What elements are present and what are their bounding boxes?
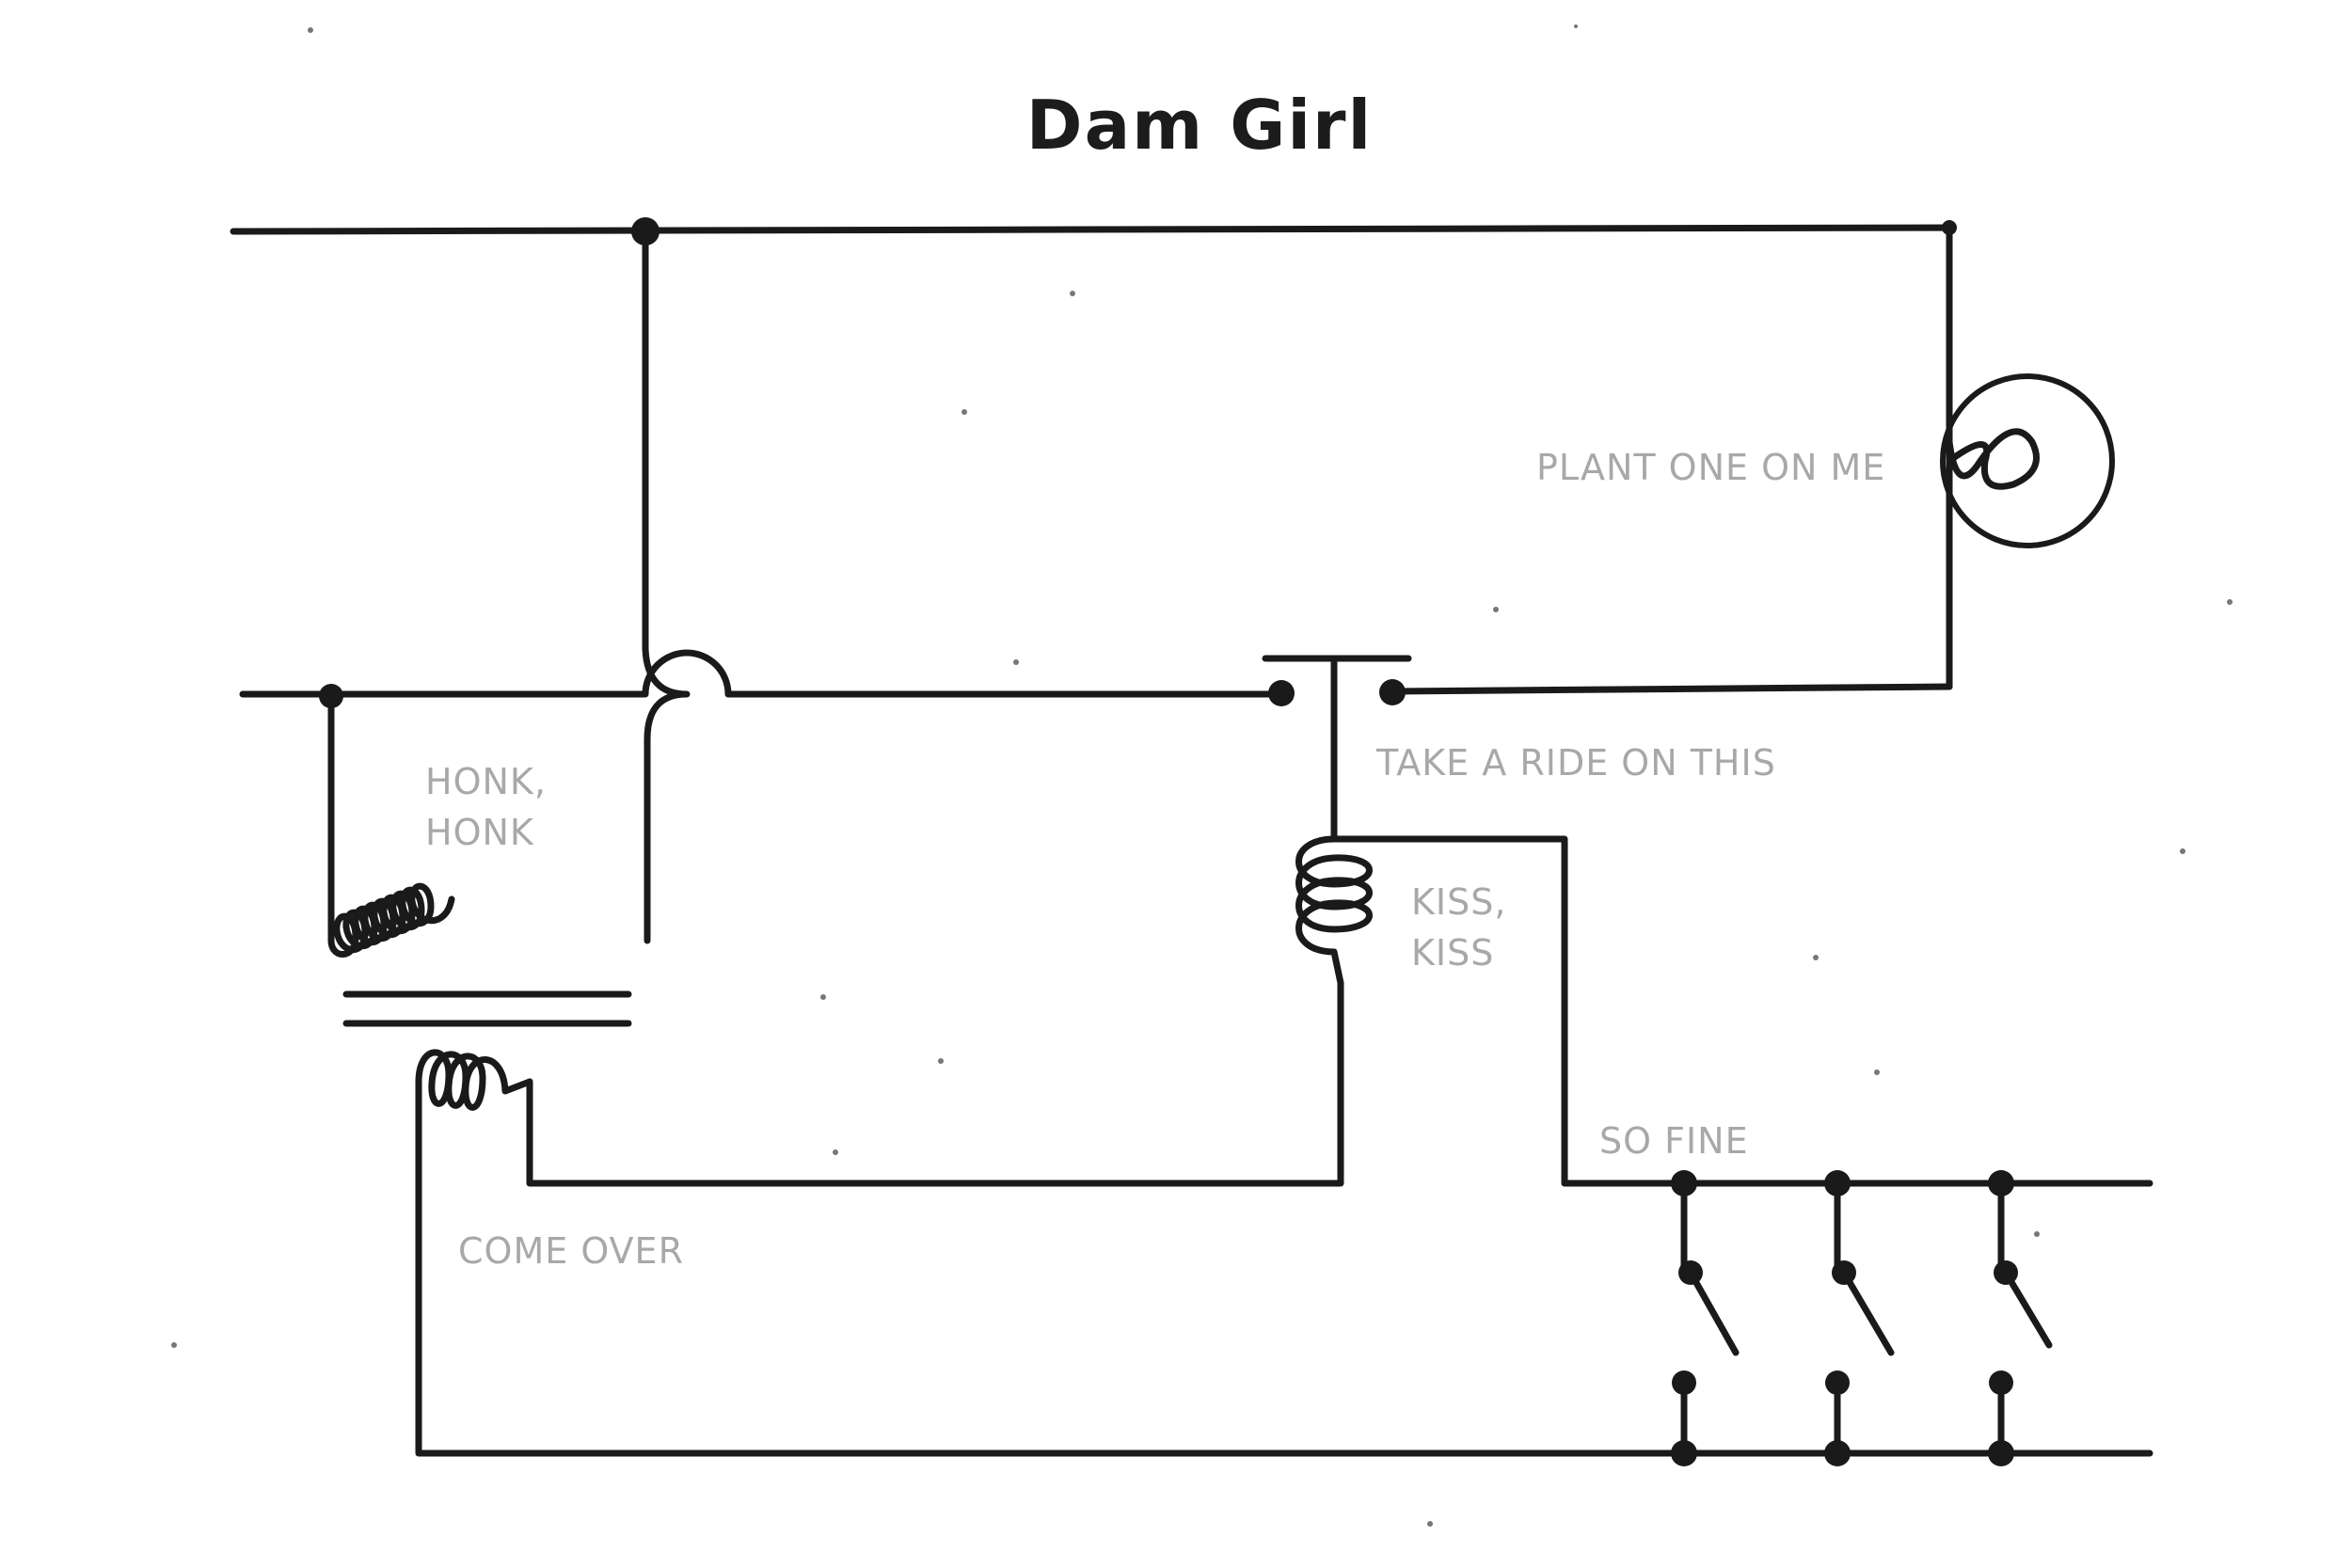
lamp	[1940, 373, 2115, 548]
transformer-label-line1: HONK,	[425, 761, 547, 802]
relay-coil-icon	[1295, 835, 1373, 987]
push-switch-contact-right	[1379, 679, 1406, 705]
secondary-lower-wire	[415, 1111, 2153, 1457]
push-switch-contact-left	[1268, 680, 1295, 706]
switch-bank	[1671, 1170, 2053, 1466]
switch-bank-label: SO FINE	[1599, 1120, 1749, 1162]
junction-middle	[319, 684, 343, 708]
bank-switch	[1988, 1170, 2053, 1466]
transformer-secondary-coil-icon	[415, 1049, 533, 1118]
lamp-label: PLANT ONE ON ME	[1536, 447, 1885, 488]
relay-lead-wire	[1330, 807, 2153, 1187]
secondary-upper-wire	[526, 979, 1344, 1187]
switch-label: TAKE A RIDE ON THIS	[1375, 742, 1776, 784]
transformer-label-line2: HONK	[425, 812, 534, 853]
diagram-title: Dam Girl	[1026, 86, 1373, 165]
secondary-label: COME OVER	[458, 1230, 684, 1272]
transformer	[327, 690, 632, 1118]
lamp-filament-icon	[1946, 428, 2040, 490]
vertical-feed-wire	[642, 228, 691, 944]
bank-switch	[1671, 1170, 1740, 1466]
transformer-primary-coil-icon	[327, 882, 455, 958]
lamp-bulb-icon	[1940, 373, 2115, 548]
junction-top	[631, 217, 660, 245]
relay	[1295, 807, 2153, 1187]
junction-lamp	[1942, 220, 1957, 235]
relay-label-line2: KISS	[1411, 932, 1494, 974]
bank-switch	[1824, 1170, 1895, 1466]
switch-to-lamp-wire	[1389, 683, 1953, 695]
relay-label-line1: KISS,	[1411, 881, 1506, 923]
push-switch	[1262, 655, 1412, 815]
paper-specks	[171, 24, 2233, 1527]
middle-rail-wire	[239, 649, 1283, 698]
